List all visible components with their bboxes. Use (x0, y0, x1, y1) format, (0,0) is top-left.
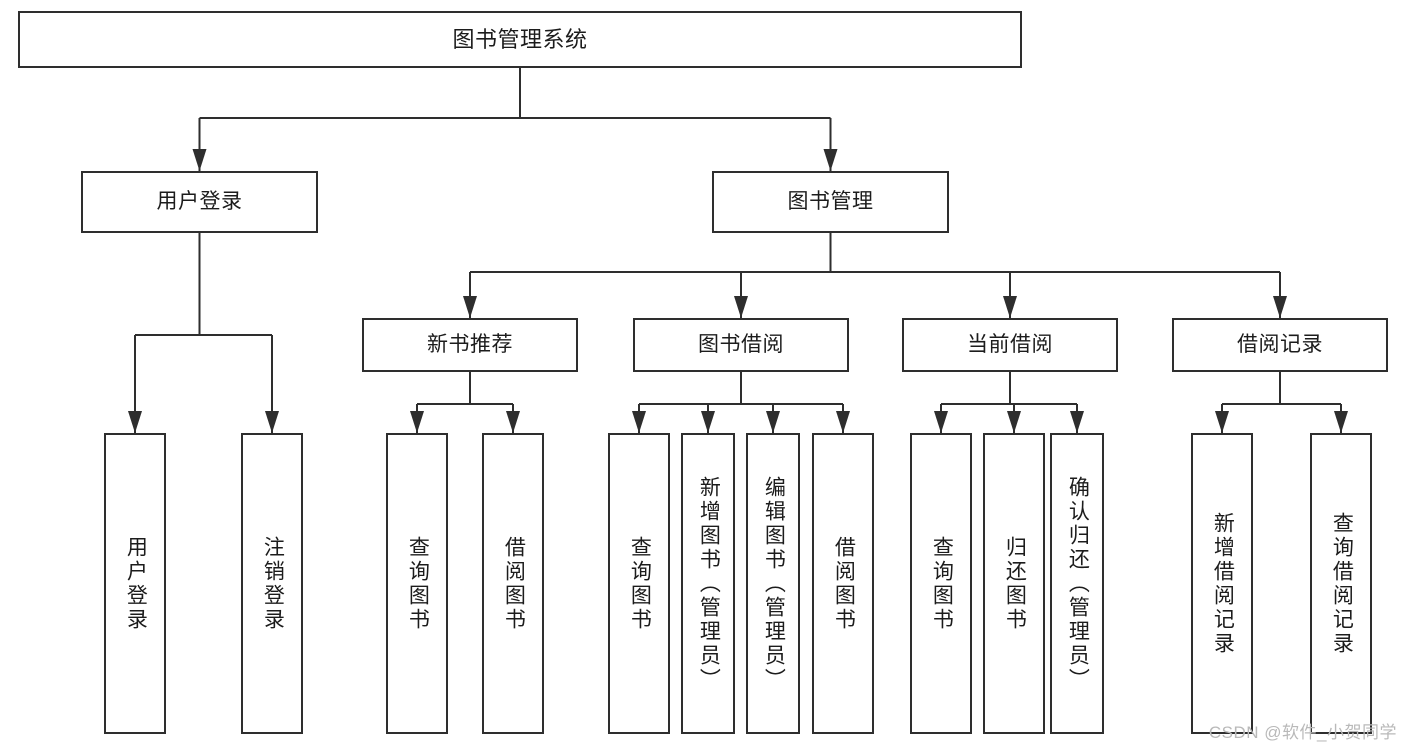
arrow-head-leaf-br-add (1215, 411, 1229, 433)
arrow-head-leaf-bb-add (701, 411, 715, 433)
node-leaf-cb-query[interactable]: 查询图书 (910, 433, 972, 734)
node-leaf-cb-confirm[interactable]: 确认归还（管理员） (1050, 433, 1104, 734)
node-leaf-br-query[interactable]: 查询借阅记录 (1310, 433, 1372, 734)
arrow-head-leaf-bb-borrow (836, 411, 850, 433)
arrow-head-book-manage (823, 149, 838, 171)
arrow-head-leaf-bb-query (632, 411, 646, 433)
node-label: 编辑图书（管理员） (762, 475, 786, 692)
node-label: 图书管理 (787, 189, 874, 213)
arrow-head-leaf-cb-confirm (1070, 411, 1084, 433)
arrow-head-leaf-user-login (128, 411, 142, 433)
arrow-head-new-book-rec (463, 296, 477, 318)
arrow-head-leaf-br-query (1334, 411, 1348, 433)
node-label: 查询借阅记录 (1330, 511, 1354, 656)
node-book-manage[interactable]: 图书管理 (712, 171, 949, 233)
node-label: 图书管理系统 (452, 26, 588, 52)
node-root[interactable]: 图书管理系统 (18, 11, 1022, 68)
node-label: 新书推荐 (427, 332, 513, 356)
node-new-book-rec[interactable]: 新书推荐 (362, 318, 578, 372)
node-leaf-br-add[interactable]: 新增借阅记录 (1191, 433, 1253, 734)
node-label: 查询图书 (930, 535, 954, 632)
node-leaf-user-login[interactable]: 用户登录 (104, 433, 166, 734)
node-label: 图书借阅 (698, 332, 784, 356)
node-borrow-record[interactable]: 借阅记录 (1172, 318, 1388, 372)
node-label: 用户登录 (124, 535, 148, 632)
node-label: 注销登录 (261, 535, 285, 632)
node-label: 归还图书 (1003, 535, 1027, 632)
arrow-head-leaf-rec-query (410, 411, 424, 433)
node-label: 借阅图书 (502, 535, 526, 632)
node-label: 新增图书（管理员） (697, 475, 721, 692)
arrow-head-leaf-cb-query (934, 411, 948, 433)
arrow-head-book-borrow (734, 296, 748, 318)
node-label: 查询图书 (628, 535, 652, 632)
node-leaf-rec-borrow[interactable]: 借阅图书 (482, 433, 544, 734)
arrow-head-leaf-rec-borrow (506, 411, 520, 433)
node-leaf-bb-borrow[interactable]: 借阅图书 (812, 433, 874, 734)
node-leaf-user-logout[interactable]: 注销登录 (241, 433, 303, 734)
node-leaf-bb-edit[interactable]: 编辑图书（管理员） (746, 433, 800, 734)
node-leaf-bb-add[interactable]: 新增图书（管理员） (681, 433, 735, 734)
arrow-head-leaf-bb-edit (766, 411, 780, 433)
node-label: 确认归还（管理员） (1066, 475, 1090, 692)
arrow-head-leaf-cb-return (1007, 411, 1021, 433)
node-leaf-rec-query[interactable]: 查询图书 (386, 433, 448, 734)
arrow-head-leaf-user-logout (265, 411, 279, 433)
node-label: 查询图书 (406, 535, 430, 632)
node-label: 借阅图书 (832, 535, 856, 632)
node-label: 新增借阅记录 (1211, 511, 1235, 656)
node-label: 用户登录 (156, 189, 243, 213)
arrow-head-user-login (192, 149, 207, 171)
node-current-borrow[interactable]: 当前借阅 (902, 318, 1118, 372)
node-user-login[interactable]: 用户登录 (81, 171, 318, 233)
node-label: 当前借阅 (967, 332, 1053, 356)
node-label: 借阅记录 (1237, 332, 1323, 356)
node-book-borrow[interactable]: 图书借阅 (633, 318, 849, 372)
node-leaf-bb-query[interactable]: 查询图书 (608, 433, 670, 734)
node-leaf-cb-return[interactable]: 归还图书 (983, 433, 1045, 734)
arrow-head-current-borrow (1003, 296, 1017, 318)
arrow-head-borrow-record (1273, 296, 1287, 318)
